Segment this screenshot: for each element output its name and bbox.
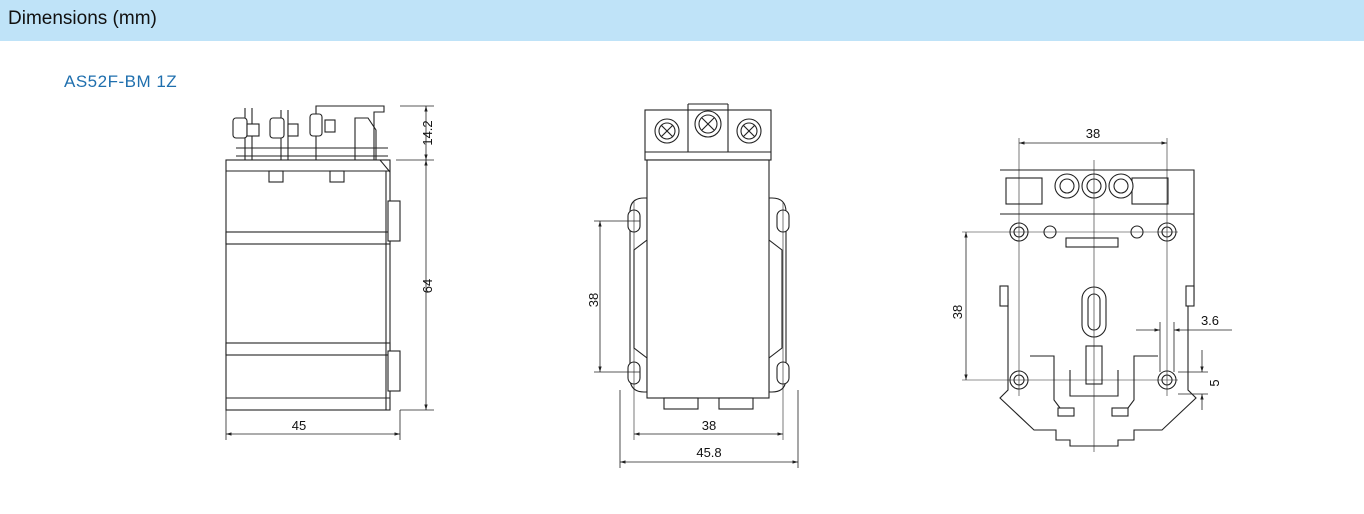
side-terminals	[232, 105, 388, 160]
back-slot-height-label: 5	[1207, 379, 1222, 386]
model-label: AS52F-BM 1Z	[64, 72, 178, 91]
front-view: 38 38 45.8	[586, 103, 799, 468]
side-body-height-label: 64	[420, 279, 435, 293]
back-hole-diameter-label: 3.6	[1201, 313, 1219, 328]
back-view: 38 38 3.6 5	[950, 126, 1232, 452]
terminal-screw-2	[694, 110, 722, 138]
back-mount-vertical-label: 38	[950, 305, 965, 319]
front-width-label: 45.8	[696, 445, 721, 460]
side-body	[225, 159, 391, 411]
front-body	[646, 159, 770, 399]
back-mount-horizontal-label: 38	[1086, 126, 1100, 141]
side-terminal-height-label: 14.2	[420, 120, 435, 145]
front-mount-vertical-label: 38	[586, 293, 601, 307]
section-title: Dimensions (mm)	[8, 8, 157, 29]
terminal-screw-1	[654, 118, 680, 144]
side-width-label: 45	[292, 418, 306, 433]
terminal-screw-3	[736, 118, 762, 144]
front-mount-horizontal-label: 38	[702, 418, 716, 433]
side-view: 14.2 64 45	[225, 105, 435, 440]
section-header: Dimensions (mm)	[0, 0, 1364, 41]
